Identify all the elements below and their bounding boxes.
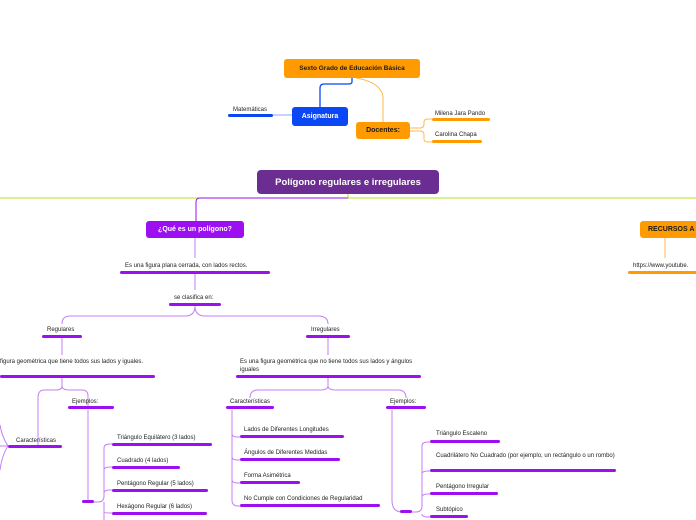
irregulares-ej-item-2[interactable]: Cuadrilátero No Cuadrado (por ejemplo, u… xyxy=(436,453,615,459)
irregulares-ejemplos-label[interactable]: Ejemplos: xyxy=(390,399,417,405)
docente-2-underline xyxy=(432,140,482,143)
docente-2-label[interactable]: Carolina Chapa xyxy=(435,132,477,138)
regulares-item-4[interactable]: Hexágono Regular (6 lados) xyxy=(117,504,193,510)
regulares-item-1[interactable]: Triángulo Equilátero (3 lados) xyxy=(117,435,196,441)
irregulares-car-item-1[interactable]: Lados de Diferentes Longitudes xyxy=(244,427,329,433)
regulares-item-4-underline xyxy=(112,512,207,515)
irregulares-ejemplos-underline xyxy=(386,406,426,409)
irregulares-caracteristicas-label[interactable]: Características xyxy=(230,399,271,405)
asignatura-node[interactable]: Asignatura xyxy=(292,107,348,126)
que-es-node[interactable]: ¿Qué es un polígono? xyxy=(146,221,244,238)
irregulares-car-item-4-underline xyxy=(240,504,380,507)
irregulares-car-item-2-underline xyxy=(240,458,340,461)
irregulares-label[interactable]: Irregulares xyxy=(311,327,340,333)
recursos-url-underline xyxy=(628,271,696,274)
regulares-item-3[interactable]: Pentágono Regular (5 lados) xyxy=(117,481,194,487)
grade-node[interactable]: Sexto Grado de Educación Básica xyxy=(284,59,420,78)
irregulares-ej-item-3-underline xyxy=(430,492,498,495)
irregulares-ejemplos-junction xyxy=(400,510,412,513)
central-topic[interactable]: Polígono regulares e irregulares xyxy=(257,170,439,194)
irregulares-car-item-1-underline xyxy=(240,435,344,438)
irregulares-ej-item-4-underline xyxy=(430,515,468,518)
regulares-label[interactable]: Regulares xyxy=(47,327,75,333)
recursos-node[interactable]: RECURSOS A xyxy=(640,221,696,238)
docentes-node[interactable]: Docentes: xyxy=(356,122,410,139)
docente-1-label[interactable]: Milena Jara Pando xyxy=(435,111,486,117)
regulares-item-2[interactable]: Cuadrado (4 lados) xyxy=(117,458,169,464)
regulares-item-2-underline xyxy=(112,466,180,469)
regulares-caracteristicas-label[interactable]: Características xyxy=(16,438,57,444)
irregulares-ej-item-4[interactable]: Subtópico xyxy=(436,507,463,513)
materia-label[interactable]: Matemáticas xyxy=(233,107,268,113)
regulares-definicion-underline xyxy=(0,375,155,378)
irregulares-ej-item-1-underline xyxy=(430,440,500,443)
clasifica-label[interactable]: se clasifica en: xyxy=(174,295,214,301)
clasifica-underline xyxy=(169,303,221,306)
irregulares-ej-item-3[interactable]: Pentágono Irregular xyxy=(436,484,490,490)
regulares-caracteristicas-underline xyxy=(8,445,62,448)
recursos-url-label[interactable]: https://www.youtube. xyxy=(633,263,689,269)
regulares-ejemplos-label[interactable]: Ejemplos: xyxy=(72,399,99,405)
regulares-underline xyxy=(42,335,82,338)
regulares-ejemplos-underline xyxy=(68,406,114,409)
regulares-item-3-underline xyxy=(112,489,208,492)
irregulares-car-item-2[interactable]: Ángulos de Diferentes Medidas xyxy=(244,450,328,456)
regulares-definicion-label[interactable]: figura geométrica que tiene todos sus la… xyxy=(0,359,144,365)
irregulares-definicion-underline xyxy=(236,375,421,378)
regulares-item-1-underline xyxy=(112,443,212,446)
irregulares-underline xyxy=(306,335,350,338)
regulares-ejemplos-junction xyxy=(82,500,94,503)
irregulares-car-item-3-underline xyxy=(240,481,300,484)
irregulares-car-item-4[interactable]: No Cumple con Condiciones de Regularidad xyxy=(244,496,363,502)
irregulares-ej-item-2-underline xyxy=(430,469,616,472)
irregulares-ej-item-1[interactable]: Triángulo Escaleno xyxy=(436,431,488,437)
definicion-underline xyxy=(120,271,270,274)
irregulares-car-item-3[interactable]: Forma Asimétrica xyxy=(244,473,291,479)
definicion-label[interactable]: Es una figura plana cerrada, con lados r… xyxy=(125,263,248,269)
irregulares-definicion-label[interactable]: Es una figura geométrica que no tiene to… xyxy=(240,359,413,373)
docente-1-underline xyxy=(432,118,490,121)
materia-underline xyxy=(228,114,273,117)
irregulares-caracteristicas-underline xyxy=(226,406,274,409)
